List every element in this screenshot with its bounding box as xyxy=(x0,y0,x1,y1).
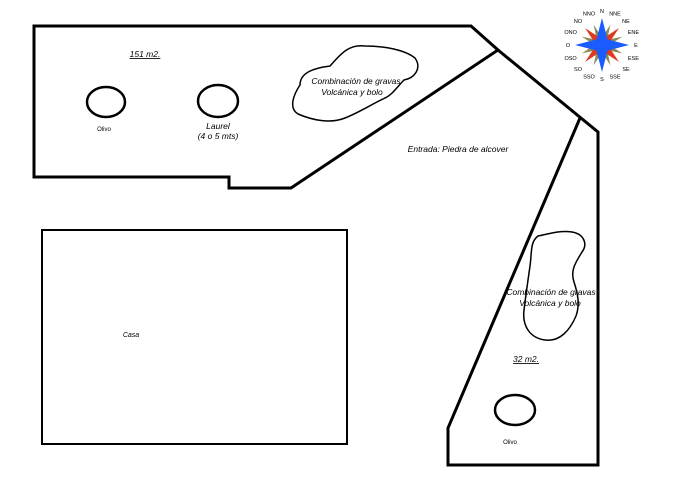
lower-gravel-area xyxy=(522,230,586,341)
upper-gravel-label: Combinación de gravas xyxy=(311,76,401,86)
compass-cardinal-point xyxy=(602,38,629,52)
compass-label: S xyxy=(600,77,604,83)
compass-label: ONO xyxy=(564,30,577,36)
olive-tree-circle xyxy=(85,85,127,119)
compass-label: SSE xyxy=(609,74,620,80)
entrance-label: Entrada: Piedra de alcover xyxy=(408,144,510,154)
laurel-tree-size: (4 o 5 mts) xyxy=(198,131,239,141)
lower-gravel-sublabel: Volcánica y bolo xyxy=(519,298,581,308)
compass-label: SSO xyxy=(583,74,595,80)
compass-label: NNO xyxy=(583,12,596,18)
lower-garden-boundary xyxy=(446,48,600,467)
compass-label: NNE xyxy=(609,12,621,18)
lower-gravel-label: Combinación de gravas xyxy=(506,287,596,297)
upper-area-label: 151 m2. xyxy=(130,49,161,59)
compass-label: NO xyxy=(574,19,583,25)
compass-label: OSO xyxy=(564,56,577,62)
upper-garden-boundary xyxy=(32,24,501,190)
compass-label: SE xyxy=(622,67,630,73)
compass-label: ESE xyxy=(628,56,639,62)
lower-olive-tree-circle xyxy=(493,393,537,427)
upper-gravel-area xyxy=(291,45,419,122)
upper-gravel-sublabel: Volcánica y bolo xyxy=(321,87,383,97)
compass-cardinal-point xyxy=(595,45,609,72)
compass-label: N xyxy=(600,9,604,15)
compass-label: SO xyxy=(574,67,583,73)
compass-cardinal-point xyxy=(575,38,602,52)
laurel-tree-label: Laurel xyxy=(206,121,231,131)
house-label: Casa xyxy=(123,332,139,339)
compass-label: ENE xyxy=(628,30,640,36)
compass-cardinal-point xyxy=(595,18,609,45)
compass-label: O xyxy=(566,43,571,49)
lower-area-label: 32 m2. xyxy=(513,354,539,364)
compass-label: E xyxy=(634,43,638,49)
house-outline xyxy=(41,229,348,445)
compass-label: NE xyxy=(622,19,630,25)
laurel-tree-circle xyxy=(196,83,240,119)
lower-olive-tree-label: Olivo xyxy=(503,440,517,446)
olive-tree-label: Olivo xyxy=(97,127,111,133)
